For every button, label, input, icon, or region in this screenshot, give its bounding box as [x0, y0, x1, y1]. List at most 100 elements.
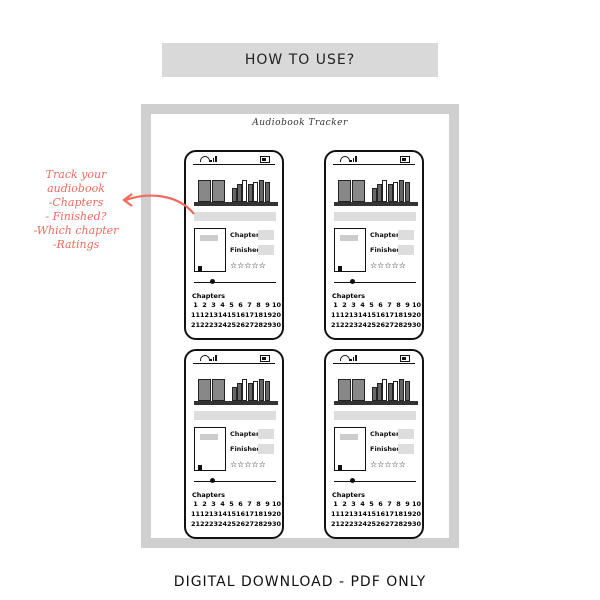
chapter-number[interactable]: 11	[331, 510, 341, 518]
chapter-number[interactable]: 24	[218, 321, 228, 329]
chapter-number[interactable]: 17	[245, 510, 255, 518]
chapter-number[interactable]: 21	[191, 321, 201, 329]
chapter-number[interactable]: 26	[236, 520, 246, 528]
chapter-number[interactable]: 8	[256, 301, 261, 309]
chapter-number[interactable]: 24	[218, 520, 228, 528]
progress-knob[interactable]	[210, 279, 215, 284]
chapter-number[interactable]: 8	[396, 301, 401, 309]
chapter-number[interactable]: 10	[412, 500, 422, 508]
chapter-number[interactable]: 15	[227, 510, 237, 518]
chapter-number[interactable]: 15	[367, 510, 377, 518]
chapter-number[interactable]: 6	[378, 301, 383, 309]
book-cover-box[interactable]	[334, 427, 366, 471]
chapter-number[interactable]: 13	[209, 311, 219, 319]
chapter-number[interactable]: 7	[387, 500, 392, 508]
chapter-number[interactable]: 5	[369, 301, 374, 309]
progress-track[interactable]	[334, 282, 416, 283]
chapters-field-box[interactable]	[258, 429, 274, 439]
chapter-number[interactable]: 10	[272, 301, 282, 309]
chapter-number[interactable]: 18	[394, 510, 404, 518]
chapter-number[interactable]: 19	[263, 311, 273, 319]
chapter-number[interactable]: 18	[394, 311, 404, 319]
chapter-number[interactable]: 29	[263, 321, 273, 329]
chapter-number[interactable]: 1	[333, 500, 338, 508]
chapter-number[interactable]: 27	[245, 520, 255, 528]
progress-track[interactable]	[194, 481, 276, 482]
book-title-field[interactable]	[334, 212, 416, 221]
chapter-number[interactable]: 30	[272, 321, 282, 329]
chapter-number[interactable]: 21	[331, 520, 341, 528]
chapter-number[interactable]: 9	[265, 500, 270, 508]
chapter-number[interactable]: 8	[396, 500, 401, 508]
chapter-number[interactable]: 28	[394, 520, 404, 528]
chapter-number[interactable]: 4	[360, 500, 365, 508]
chapter-number[interactable]: 3	[211, 500, 216, 508]
chapters-field-box[interactable]	[258, 230, 274, 240]
chapter-number[interactable]: 10	[272, 500, 282, 508]
chapter-number[interactable]: 20	[272, 510, 282, 518]
chapter-number[interactable]: 3	[211, 301, 216, 309]
chapter-number[interactable]: 28	[254, 520, 264, 528]
chapter-number[interactable]: 29	[403, 520, 413, 528]
chapter-number[interactable]: 27	[245, 321, 255, 329]
chapter-number[interactable]: 15	[227, 311, 237, 319]
chapter-number[interactable]: 22	[200, 321, 210, 329]
chapter-number[interactable]: 16	[376, 510, 386, 518]
chapter-number[interactable]: 10	[412, 301, 422, 309]
progress-knob[interactable]	[350, 279, 355, 284]
chapter-number[interactable]: 3	[351, 301, 356, 309]
chapter-number[interactable]: 14	[218, 311, 228, 319]
chapter-number[interactable]: 26	[236, 321, 246, 329]
progress-track[interactable]	[334, 481, 416, 482]
chapter-number[interactable]: 2	[342, 301, 347, 309]
chapter-number[interactable]: 28	[394, 321, 404, 329]
chapter-number[interactable]: 12	[200, 311, 210, 319]
chapter-number[interactable]: 20	[412, 311, 422, 319]
chapter-number[interactable]: 25	[367, 321, 377, 329]
chapter-number[interactable]: 8	[256, 500, 261, 508]
chapter-number[interactable]: 16	[236, 510, 246, 518]
chapter-number[interactable]: 20	[272, 311, 282, 319]
chapter-number[interactable]: 4	[360, 301, 365, 309]
chapter-number[interactable]: 12	[340, 510, 350, 518]
book-title-field[interactable]	[194, 411, 276, 420]
chapter-number[interactable]: 29	[263, 520, 273, 528]
progress-track[interactable]	[194, 282, 276, 283]
chapter-number[interactable]: 23	[209, 520, 219, 528]
chapter-number[interactable]: 19	[263, 510, 273, 518]
chapters-field-box[interactable]	[398, 230, 414, 240]
chapter-number[interactable]: 2	[202, 301, 207, 309]
chapter-number[interactable]: 14	[358, 311, 368, 319]
chapter-number[interactable]: 21	[331, 321, 341, 329]
chapter-number[interactable]: 17	[385, 510, 395, 518]
chapter-number[interactable]: 6	[238, 301, 243, 309]
chapter-number[interactable]: 27	[385, 321, 395, 329]
chapter-number[interactable]: 22	[340, 321, 350, 329]
chapter-number[interactable]: 3	[351, 500, 356, 508]
progress-knob[interactable]	[210, 478, 215, 483]
chapter-number[interactable]: 4	[220, 500, 225, 508]
chapter-number[interactable]: 11	[191, 311, 201, 319]
book-cover-box[interactable]	[334, 228, 366, 272]
chapter-number[interactable]: 13	[349, 510, 359, 518]
chapter-number[interactable]: 17	[385, 311, 395, 319]
chapter-number[interactable]: 22	[340, 520, 350, 528]
chapter-number[interactable]: 16	[376, 311, 386, 319]
rating-stars[interactable]: ☆☆☆☆☆	[370, 460, 406, 469]
chapter-number[interactable]: 29	[403, 321, 413, 329]
chapter-number[interactable]: 6	[378, 500, 383, 508]
chapter-number[interactable]: 12	[200, 510, 210, 518]
chapters-field-box[interactable]	[398, 429, 414, 439]
chapter-number[interactable]: 24	[358, 520, 368, 528]
finished-field-box[interactable]	[258, 245, 274, 255]
chapter-number[interactable]: 14	[218, 510, 228, 518]
chapter-number[interactable]: 21	[191, 520, 201, 528]
chapter-number[interactable]: 17	[245, 311, 255, 319]
rating-stars[interactable]: ☆☆☆☆☆	[370, 261, 406, 270]
chapter-number[interactable]: 22	[200, 520, 210, 528]
chapter-number[interactable]: 26	[376, 321, 386, 329]
chapter-number[interactable]: 6	[238, 500, 243, 508]
chapter-number[interactable]: 12	[340, 311, 350, 319]
rating-stars[interactable]: ☆☆☆☆☆	[230, 261, 266, 270]
chapter-number[interactable]: 30	[412, 321, 422, 329]
